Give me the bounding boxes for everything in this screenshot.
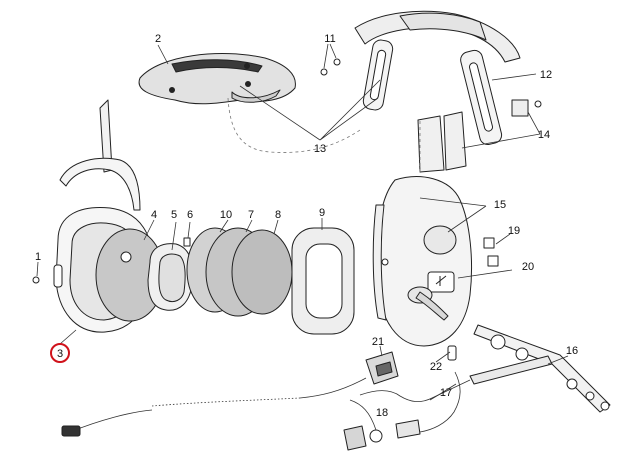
callout-20: 20 <box>522 261 534 273</box>
callout-6: 6 <box>187 209 193 221</box>
part-21-clip <box>365 351 399 385</box>
callout-21: 21 <box>372 336 384 348</box>
callout-11: 11 <box>324 33 335 45</box>
callout-labels: 2 11 12 13 14 15 19 20 4 5 6 10 7 8 9 1 … <box>35 33 578 419</box>
callout-14: 14 <box>538 129 550 141</box>
leader-lines <box>59 44 569 401</box>
part-17-cable <box>359 371 471 439</box>
callout-19: 19 <box>508 225 520 237</box>
callout-4: 4 <box>151 209 157 221</box>
callout-15: 15 <box>494 199 506 211</box>
assembly-guide-lines <box>227 97 421 172</box>
callout-3: 3 <box>57 348 63 360</box>
part-20-earcup-right <box>372 176 472 347</box>
callout-8: 8 <box>275 209 281 221</box>
callout-10: 10 <box>220 209 232 221</box>
callout-3-highlight-ring <box>50 343 70 363</box>
part-2-top-pad <box>138 53 296 105</box>
part-6-pin <box>183 237 191 247</box>
callout-17: 17 <box>440 387 452 399</box>
part-11-screws <box>320 43 341 76</box>
callout-1: 1 <box>35 251 41 263</box>
callout-18: 18 <box>376 407 388 419</box>
callout-22: 22 <box>430 361 442 373</box>
part-10-7-8-ear-seals <box>186 227 293 317</box>
part-1-screw <box>32 261 40 284</box>
part-19-connectors <box>483 237 499 267</box>
part-18-plug <box>343 399 383 451</box>
callout-9: 9 <box>319 207 325 219</box>
part-4-foam-disc <box>95 228 165 322</box>
callout-7: 7 <box>248 209 254 221</box>
coiled-cord <box>61 377 367 437</box>
callout-12: 12 <box>540 69 552 81</box>
part-9-ear-cushion <box>291 227 355 335</box>
part-left-hanger <box>59 99 141 211</box>
part-16-boom-mic <box>469 324 611 413</box>
callout-13: 13 <box>314 143 326 155</box>
part-5-mic-speaker <box>147 243 193 311</box>
callout-5: 5 <box>171 209 177 221</box>
part-12-headband <box>354 10 542 173</box>
callout-2: 2 <box>155 33 161 45</box>
callout-16: 16 <box>566 345 578 357</box>
